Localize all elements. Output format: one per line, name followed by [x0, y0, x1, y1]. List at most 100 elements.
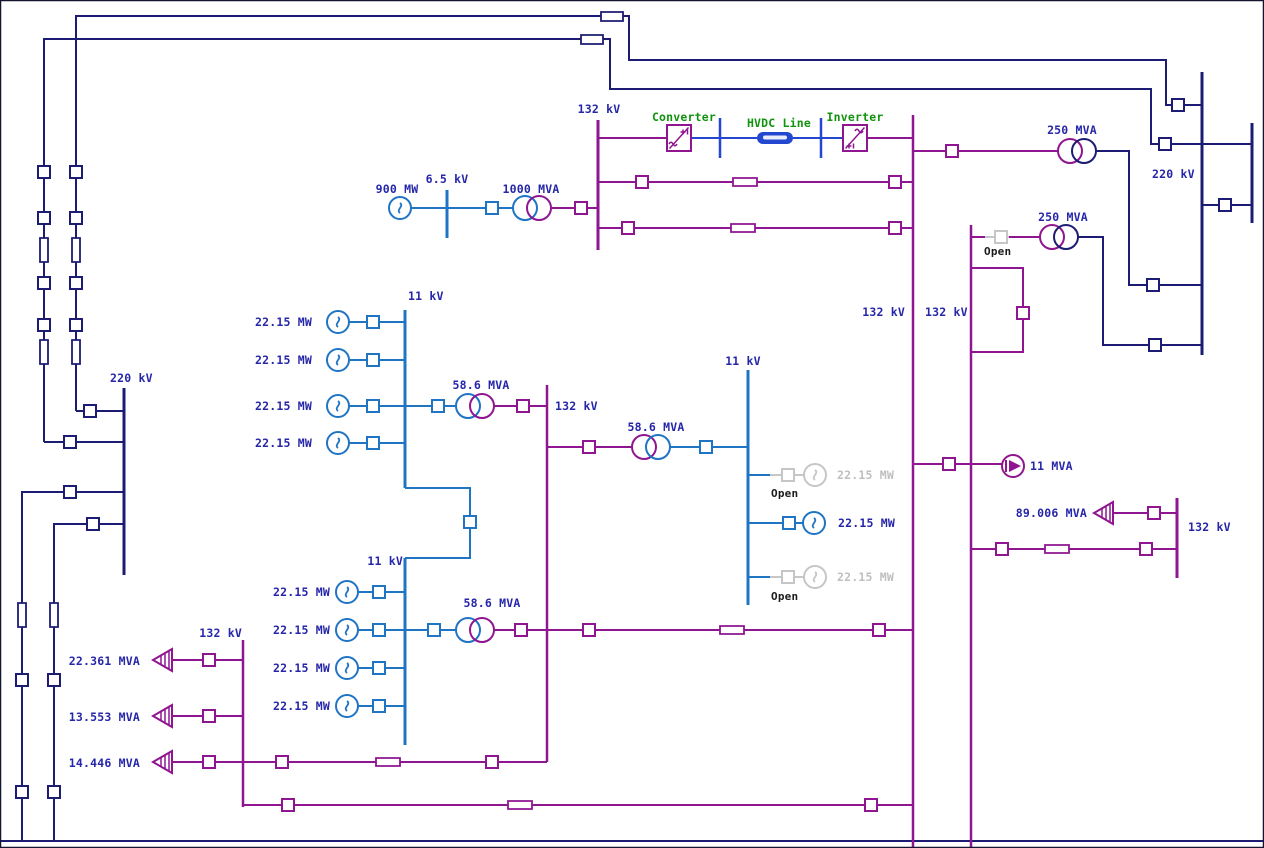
transformer-58-6mva-c[interactable] [455, 617, 495, 643]
breaker[interactable] [582, 623, 596, 637]
breaker[interactable] [37, 318, 51, 332]
breaker[interactable] [782, 516, 796, 530]
breaker-gen3-3-open[interactable] [781, 570, 795, 584]
breaker[interactable] [366, 436, 380, 450]
load-22-361mva[interactable] [151, 647, 173, 673]
breaker[interactable] [1158, 137, 1172, 151]
breakers-220kv [15, 98, 1232, 799]
breaker[interactable] [69, 165, 83, 179]
generator-g3-2[interactable] [802, 511, 826, 535]
breaker[interactable] [37, 276, 51, 290]
load-13-553mva[interactable] [151, 703, 173, 729]
breaker[interactable] [621, 221, 635, 235]
breaker[interactable] [1016, 306, 1030, 320]
breaker[interactable] [945, 144, 959, 158]
breaker[interactable] [372, 661, 386, 675]
load-89-006mva[interactable] [1092, 500, 1114, 526]
transformer-1000mva-label: 1000 MVA [503, 182, 560, 196]
breaker[interactable] [995, 542, 1009, 556]
load-89-006mva-label: 89.006 MVA [1016, 506, 1087, 520]
breaker[interactable] [366, 315, 380, 329]
breaker[interactable] [47, 673, 61, 687]
transformer-58-6mva-b[interactable] [631, 434, 671, 460]
breaker[interactable] [37, 211, 51, 225]
transformer-250mva-a[interactable] [1057, 138, 1097, 164]
load-22-361mva-label: 22.361 MVA [69, 654, 140, 668]
generator-g3-3-open[interactable] [803, 565, 827, 589]
breaker[interactable] [485, 201, 499, 215]
breaker[interactable] [63, 435, 77, 449]
breaker[interactable] [516, 399, 530, 413]
breaker[interactable] [202, 709, 216, 723]
load-14-446mva[interactable] [151, 749, 173, 775]
breaker[interactable] [1147, 506, 1161, 520]
breaker[interactable] [864, 798, 878, 812]
generator-g3-1-label: 22.15 MW [837, 468, 894, 482]
breaker[interactable] [1148, 338, 1162, 352]
breaker[interactable] [1146, 278, 1160, 292]
breaker[interactable] [635, 175, 649, 189]
breaker[interactable] [1171, 98, 1185, 112]
transformer-58-6mva-a[interactable] [455, 393, 495, 419]
breaker[interactable] [1218, 198, 1232, 212]
generator-g2-4[interactable] [335, 694, 359, 718]
line-impedance-symbols-132kv [375, 177, 1070, 810]
bus-label-11kv-group2: 11 kV [367, 554, 403, 568]
generator-g3-1-open[interactable] [803, 463, 827, 487]
generator-g1-3[interactable] [326, 394, 350, 418]
inverter-icon[interactable] [842, 124, 868, 152]
labels: 132 kV Converter HVDC Line Inverter 900 … [69, 102, 1231, 770]
breaker[interactable] [281, 798, 295, 812]
breaker[interactable] [431, 399, 445, 413]
generator-g3-1-status: Open [771, 487, 798, 500]
breaker[interactable] [15, 673, 29, 687]
breaker[interactable] [37, 165, 51, 179]
hvdc-line-icon[interactable] [757, 132, 793, 144]
breaker[interactable] [514, 623, 528, 637]
breaker[interactable] [372, 623, 386, 637]
breaker[interactable] [366, 399, 380, 413]
breaker[interactable] [366, 353, 380, 367]
generator-g1-4[interactable] [326, 431, 350, 455]
motor-load-11mva[interactable] [1001, 454, 1025, 478]
breaker[interactable] [69, 211, 83, 225]
breaker[interactable] [69, 318, 83, 332]
bus-label-6-5kv: 6.5 kV [426, 172, 469, 186]
breaker-tx250-b-open[interactable] [994, 230, 1008, 244]
generator-g1-2[interactable] [326, 348, 350, 372]
breaker[interactable] [202, 653, 216, 667]
generator-900mw[interactable] [388, 196, 412, 220]
breaker[interactable] [83, 404, 97, 418]
breaker[interactable] [888, 175, 902, 189]
loads [151, 454, 1114, 775]
bus-label-132kv-a: 132 kV [862, 305, 905, 319]
breaker[interactable] [888, 221, 902, 235]
breaker-gen3-1-open[interactable] [781, 468, 795, 482]
breaker[interactable] [372, 699, 386, 713]
breaker[interactable] [463, 515, 477, 529]
converter-icon[interactable] [666, 124, 692, 152]
generator-g2-3[interactable] [335, 656, 359, 680]
breaker[interactable] [942, 457, 956, 471]
transformer-1000mva[interactable] [512, 195, 552, 221]
generator-g2-1[interactable] [335, 580, 359, 604]
breaker[interactable] [582, 440, 596, 454]
breaker[interactable] [485, 755, 499, 769]
breaker[interactable] [275, 755, 289, 769]
breaker[interactable] [202, 755, 216, 769]
breaker[interactable] [574, 201, 588, 215]
breaker[interactable] [63, 485, 77, 499]
breaker[interactable] [47, 785, 61, 799]
breaker[interactable] [427, 623, 441, 637]
breaker[interactable] [1139, 542, 1153, 556]
transformer-250mva-b[interactable] [1039, 224, 1079, 250]
generator-g1-1[interactable] [326, 310, 350, 334]
breaker[interactable] [69, 276, 83, 290]
breaker[interactable] [86, 517, 100, 531]
generator-g2-2[interactable] [335, 618, 359, 642]
breaker[interactable] [872, 623, 886, 637]
breaker[interactable] [372, 585, 386, 599]
breaker[interactable] [699, 440, 713, 454]
breaker[interactable] [15, 785, 29, 799]
